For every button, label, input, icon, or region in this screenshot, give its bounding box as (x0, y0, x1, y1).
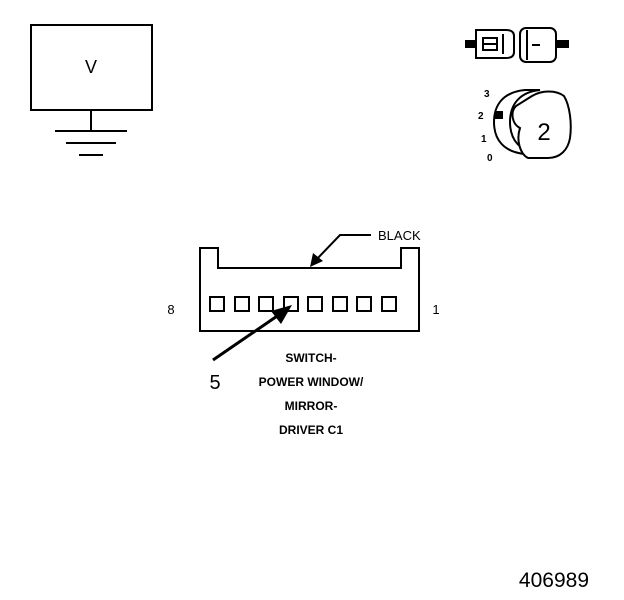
selector-marker (495, 111, 503, 119)
voltmeter: V (30, 24, 153, 156)
position-label-1: 1 (481, 134, 487, 145)
position-selector-icon: 3 2 1 0 2 (478, 89, 572, 164)
pin-label-right: 1 (432, 302, 439, 317)
connector-name-line: DRIVER C1 (279, 423, 343, 437)
connector-c1: 8 1 BLACK 5 SWITCH- POWER WINDOW/ MIRROR… (167, 228, 439, 437)
connector-color-label: BLACK (378, 228, 421, 243)
pin-callout-arrow (212, 305, 292, 362)
figure-id: 406989 (519, 569, 589, 592)
position-label-3: 3 (484, 89, 490, 100)
test-lead-probe-icon (465, 27, 569, 63)
voltmeter-box (30, 24, 153, 111)
connector-housing (199, 247, 420, 332)
pin-cavity (209, 296, 225, 312)
position-label-2: 2 (478, 111, 484, 122)
color-leader-arrow (310, 234, 371, 267)
ground-symbol-icon (55, 110, 127, 156)
pin-cavity (356, 296, 372, 312)
pin-cavity (258, 296, 274, 312)
connector-name-line: POWER WINDOW/ (259, 375, 364, 389)
pin-label-left: 8 (167, 302, 174, 317)
connector-name-line: SWITCH- (285, 351, 336, 365)
connector-pin-cavities (209, 296, 397, 312)
pin-cavity (381, 296, 397, 312)
pin-callout-number: 5 (209, 372, 220, 394)
connector-name-line: MIRROR- (285, 399, 338, 413)
voltmeter-label: V (85, 57, 97, 77)
connector-name: SWITCH- POWER WINDOW/ MIRROR- DRIVER C1 (259, 351, 364, 437)
pin-cavity (332, 296, 348, 312)
pin-cavity (234, 296, 250, 312)
pin-cavity (307, 296, 323, 312)
selected-position: 2 (537, 119, 550, 146)
selector-knob (511, 90, 572, 159)
position-label-0: 0 (487, 153, 493, 164)
